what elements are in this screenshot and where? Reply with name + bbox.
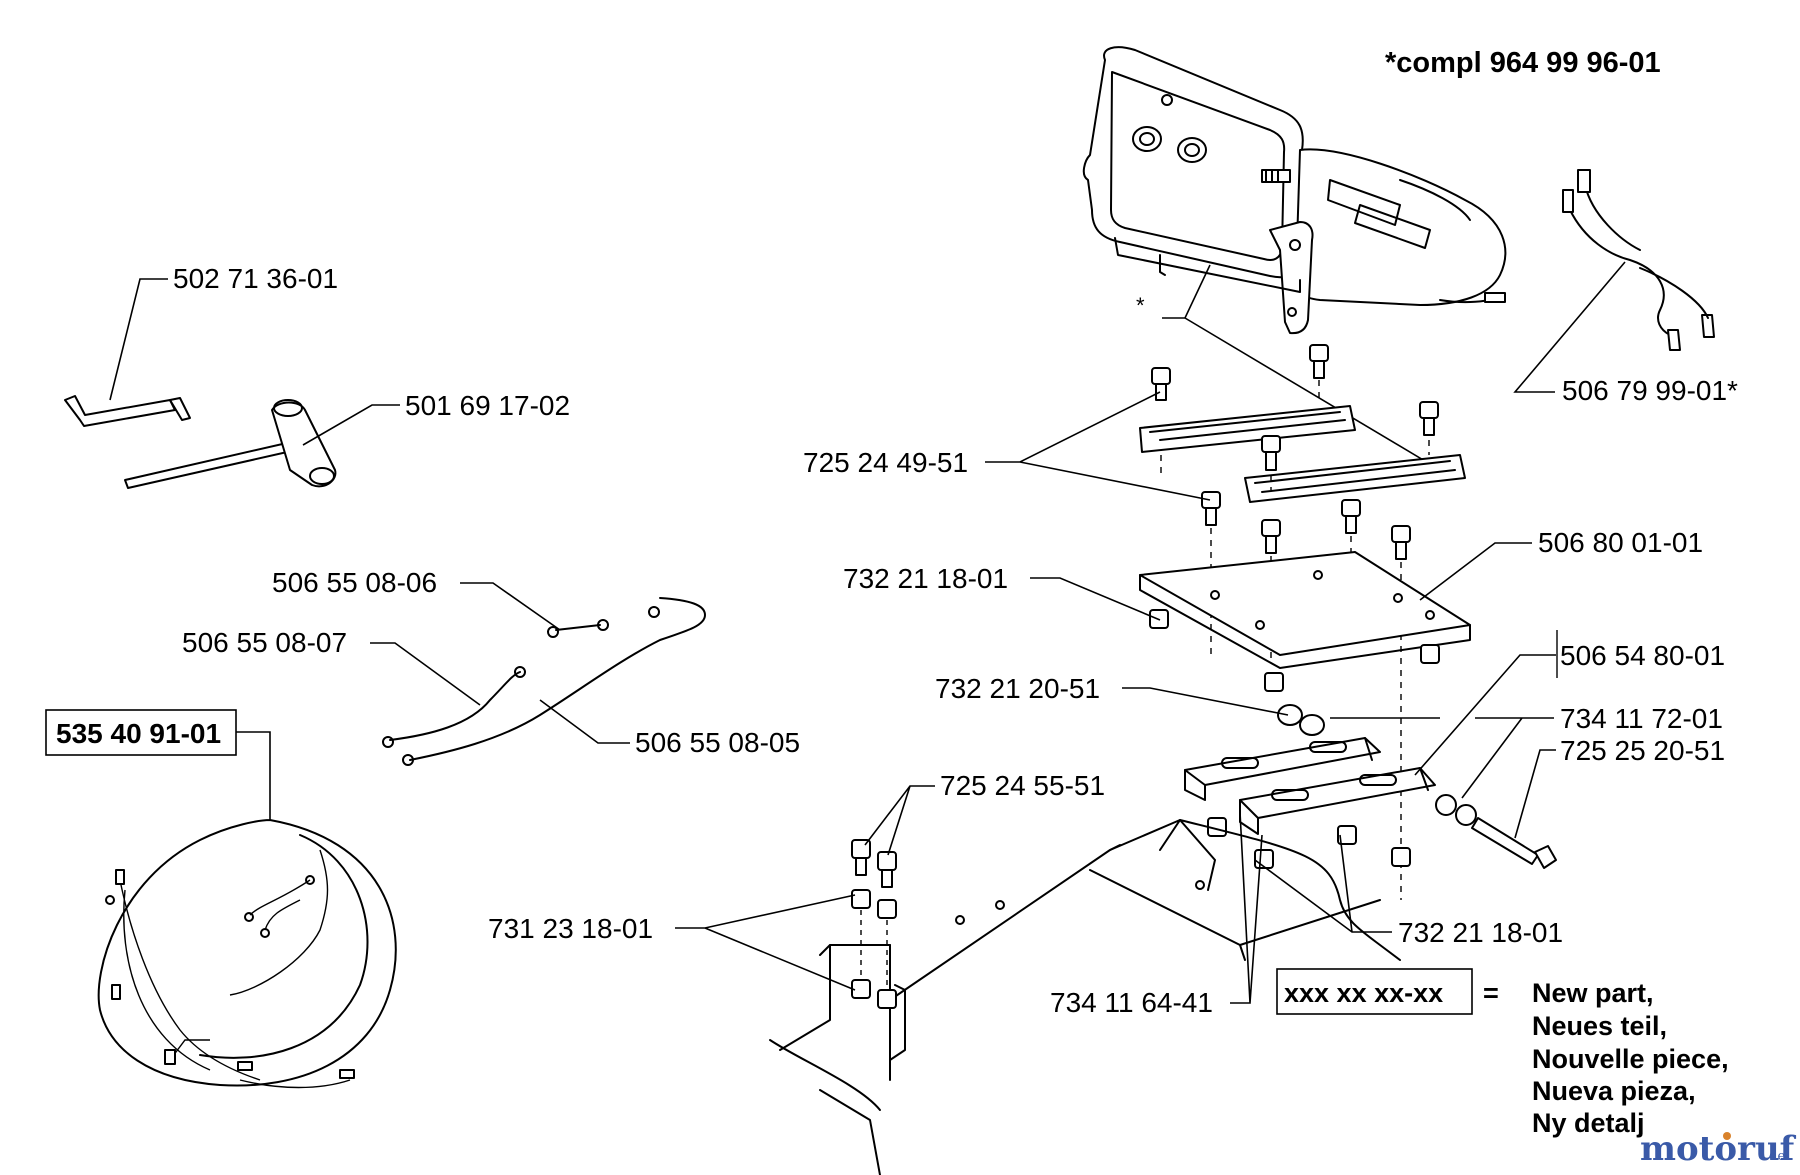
ground-cable-short bbox=[547, 619, 609, 638]
leader-725-24-49-51 bbox=[985, 391, 1211, 501]
leader-502-71-36-01 bbox=[109, 278, 168, 401]
seat-to-rail-leader bbox=[1184, 317, 1441, 471]
label-725-24-49-51: 725 24 49-51 bbox=[803, 447, 968, 478]
legend-equals: = bbox=[1483, 978, 1499, 1008]
leader-506-55-08-07 bbox=[370, 642, 481, 706]
leader-731-23-18-01 bbox=[675, 894, 856, 991]
ground-cable-long-b bbox=[402, 597, 706, 766]
compl-note: *compl 964 99 96-01 bbox=[1385, 47, 1661, 79]
leader-732-21-18-01-a bbox=[1030, 577, 1161, 621]
leader-506-54-80-01 bbox=[1414, 654, 1556, 776]
label-732-21-18-01-b: 732 21 18-01 bbox=[1398, 917, 1563, 948]
label-731-23-18-01: 731 23 18-01 bbox=[488, 913, 653, 944]
legend-line-4: Nueva pieza, bbox=[1532, 1076, 1696, 1106]
legend-line-5: Ny detalj bbox=[1532, 1108, 1645, 1138]
legend-line-2: Neues teil, bbox=[1532, 1011, 1667, 1041]
label-535-40-91-01: 535 40 91-01 bbox=[56, 718, 221, 749]
label-734-11-72-01: 734 11 72-01 bbox=[1560, 703, 1723, 734]
label-734-11-64-41: 734 11 64-41 bbox=[1050, 987, 1213, 1018]
frame-bolts bbox=[851, 839, 897, 1009]
leader-501-69-17-02 bbox=[302, 404, 400, 446]
label-box-535-40-91-01 bbox=[45, 709, 237, 756]
leader-732-21-20-51 bbox=[1122, 687, 1289, 716]
label-502-71-36-01: 502 71 36-01 bbox=[173, 263, 338, 294]
seat-drawing bbox=[1082, 46, 1507, 335]
label-501-69-17-02: 501 69 17-02 bbox=[405, 390, 570, 421]
leader-535-40-91-01 bbox=[236, 731, 271, 820]
label-725-24-55-51: 725 24 55-51 bbox=[940, 770, 1105, 801]
label-506-79-99-01: 506 79 99-01* bbox=[1562, 375, 1738, 406]
seat-plate bbox=[1139, 551, 1471, 692]
watermark-dot bbox=[1723, 1132, 1731, 1140]
leader-725-25-20-51 bbox=[1514, 749, 1556, 839]
label-732-21-20-51: 732 21 20-51 bbox=[935, 673, 1100, 704]
label-506-55-08-06: 506 55 08-06 bbox=[272, 567, 437, 598]
legend-sample: xxx xx xx-xx bbox=[1284, 978, 1443, 1008]
lower-bracket bbox=[1184, 704, 1557, 869]
label-506-80-01-01: 506 80 01-01 bbox=[1538, 527, 1703, 558]
leader-506-55-08-05 bbox=[539, 699, 630, 744]
watermark-logo: motoruf .de bbox=[1640, 1129, 1797, 1169]
leader-506-80-01-01 bbox=[1419, 542, 1532, 601]
main-wire-harness bbox=[97, 819, 397, 1089]
legend-line-1: New part, bbox=[1532, 978, 1654, 1008]
label-506-55-08-05: 506 55 08-05 bbox=[635, 727, 800, 758]
watermark-text: motoruf bbox=[1640, 1129, 1797, 1169]
legend-line-3: Nouvelle piece, bbox=[1532, 1044, 1729, 1074]
leader-732-21-18-01-b bbox=[1254, 834, 1392, 933]
legend-sample-box bbox=[1276, 968, 1473, 1015]
label-506-55-08-07: 506 55 08-07 bbox=[182, 627, 347, 658]
leader-725-24-55-51 bbox=[864, 785, 935, 856]
label-506-54-80-01: 506 54 80-01 bbox=[1560, 640, 1725, 671]
seat-asterisk: * bbox=[1136, 293, 1145, 318]
leader-506-55-08-06 bbox=[460, 582, 561, 631]
seat-switch-harness bbox=[1562, 169, 1715, 351]
watermark-suffix: .de bbox=[1765, 1149, 1785, 1164]
label-725-25-20-51: 725 25 20-51 bbox=[1560, 735, 1725, 766]
leader-734-11-64-41 bbox=[1230, 811, 1263, 1004]
leader-506-79-99-01 bbox=[1513, 261, 1626, 393]
label-732-21-18-01-a: 732 21 18-01 bbox=[843, 563, 1008, 594]
hex-key bbox=[64, 395, 191, 427]
tractor-frame bbox=[769, 819, 1401, 1175]
leader-734-11-72-01 bbox=[1461, 717, 1554, 799]
ground-cable-long-a bbox=[382, 666, 526, 748]
